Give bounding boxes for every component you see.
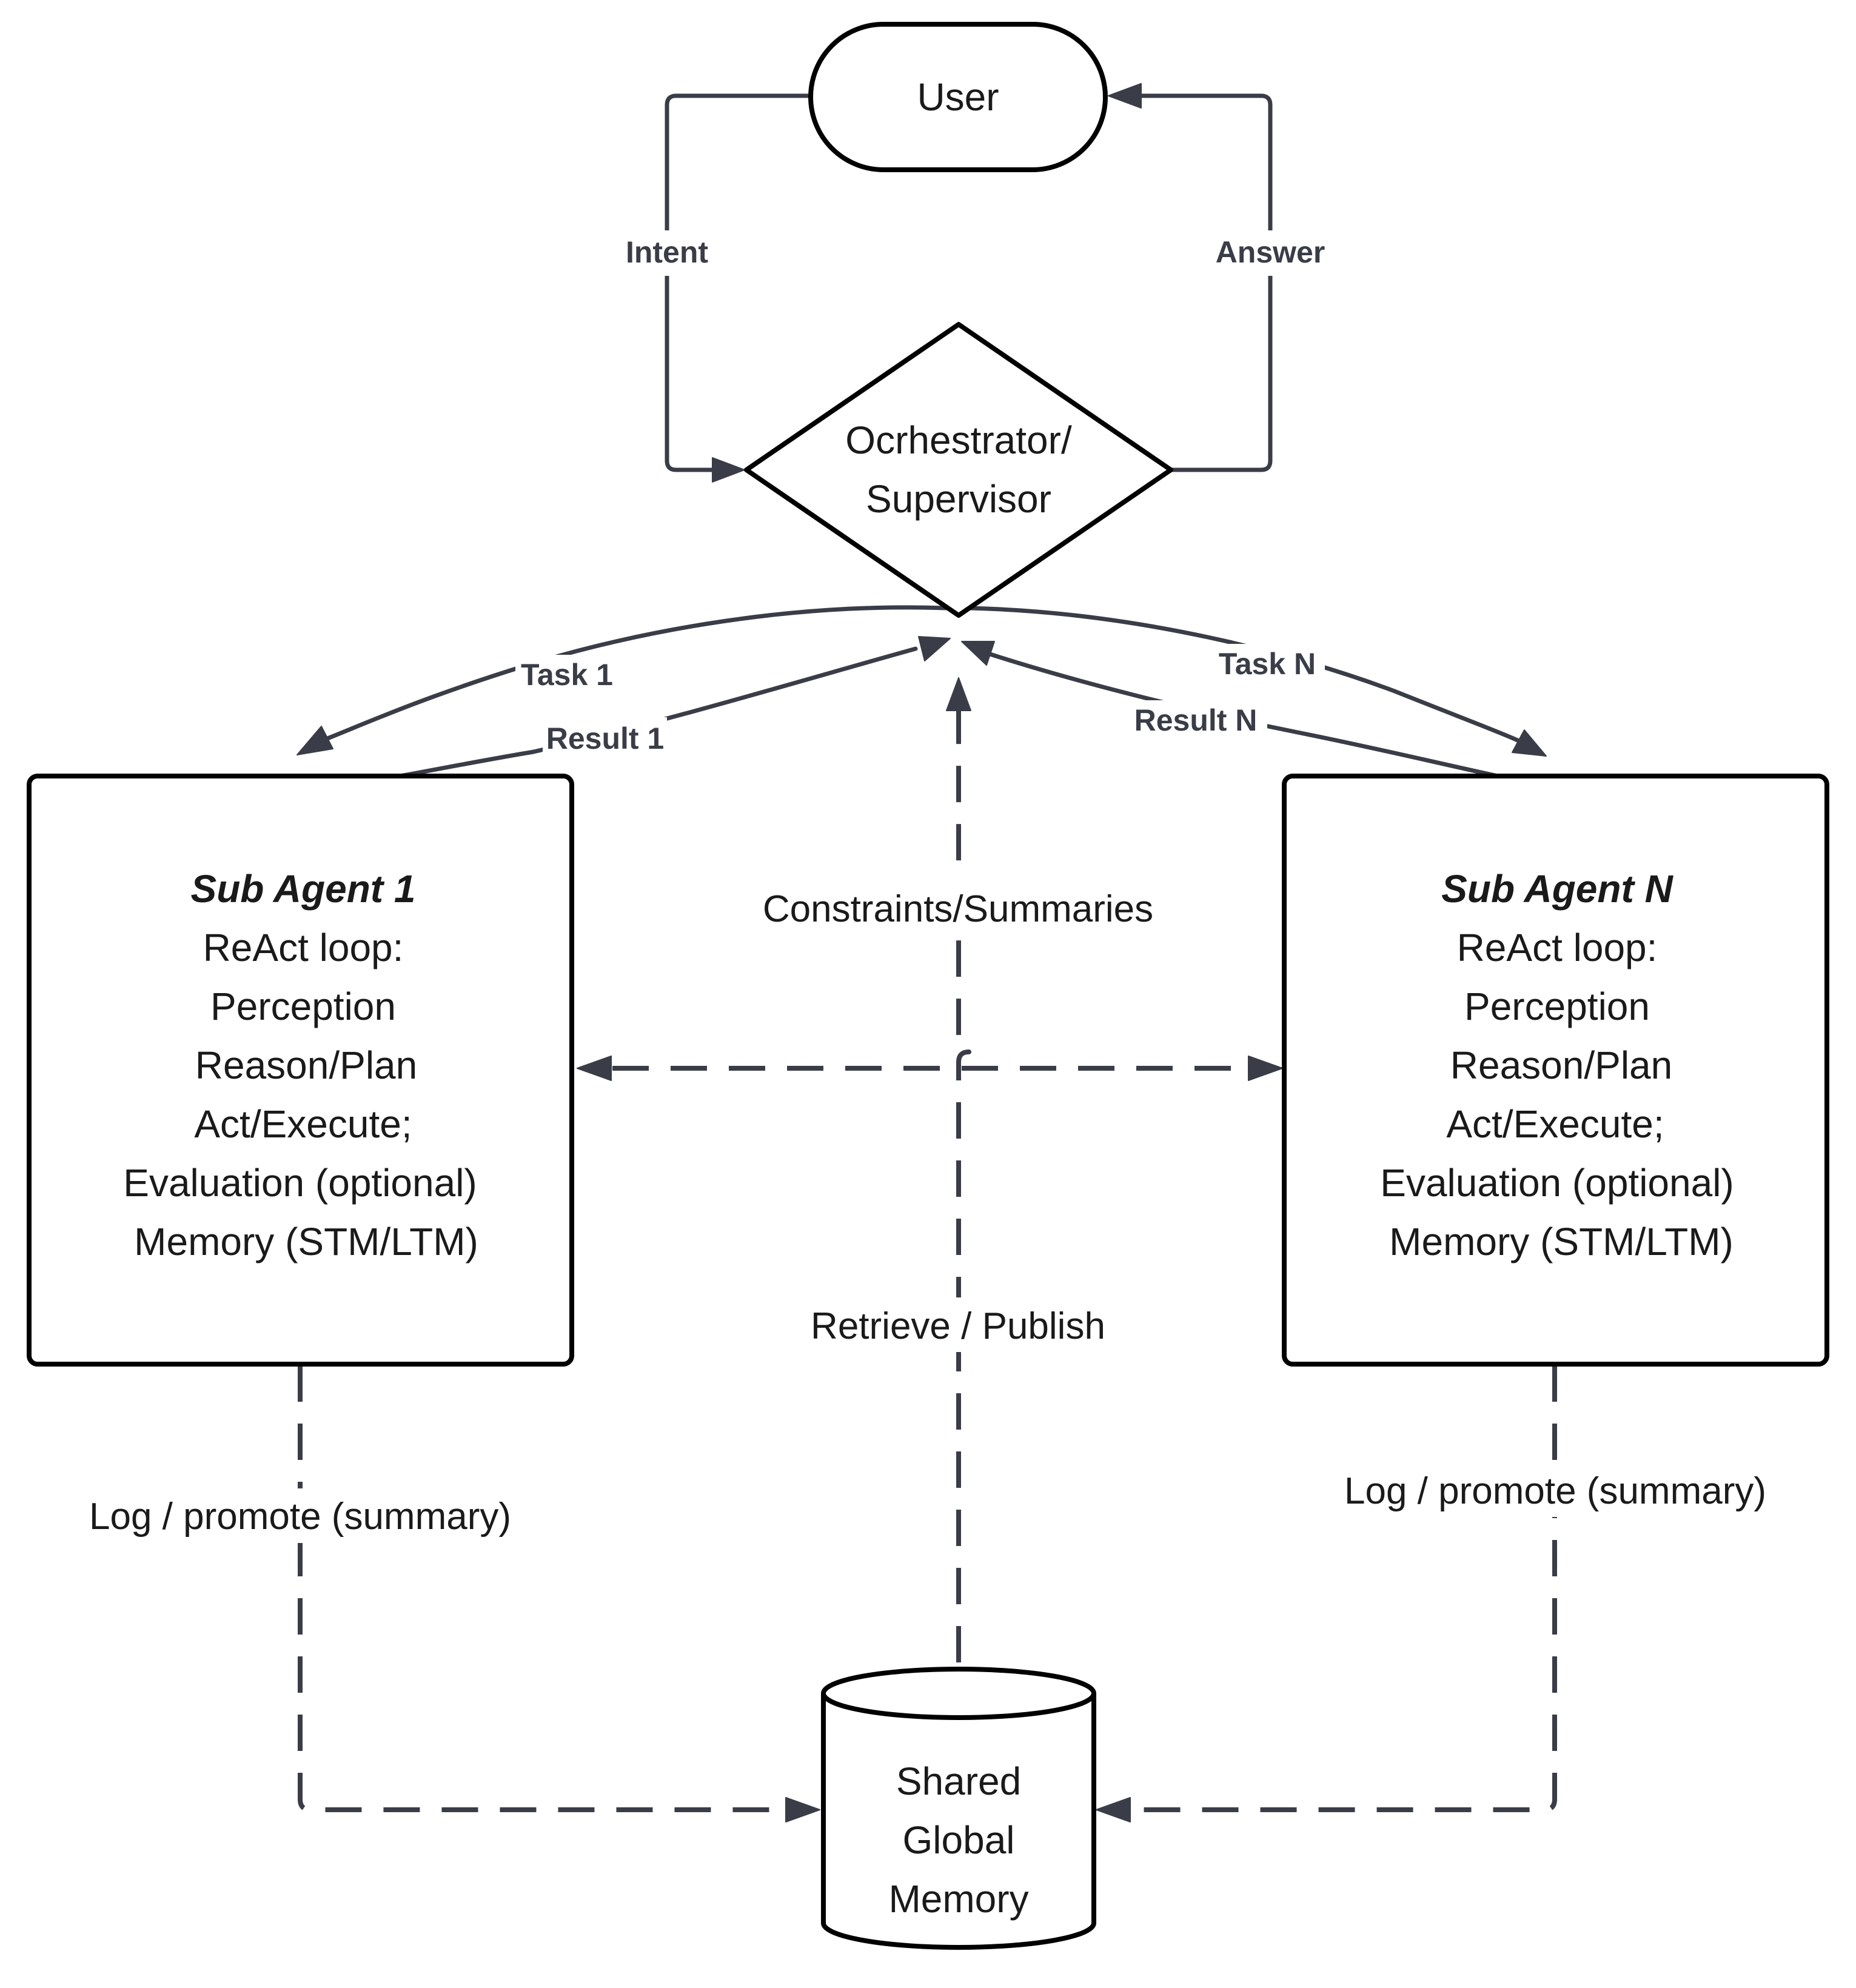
sub-agent-n-line-1: ReAct loop: — [1457, 926, 1658, 969]
edge-memory-to-orchestrator — [956, 711, 971, 1662]
arrowhead-answer — [1108, 83, 1142, 109]
arrowhead-log-left — [785, 1797, 820, 1822]
memory-label-line-1: Shared — [896, 1759, 1021, 1803]
edge-result-n — [986, 651, 1546, 788]
label-intent: Intent — [626, 235, 708, 269]
arrowhead-agent-left — [577, 1056, 612, 1081]
sub-agent-n-node: Sub Agent N ReAct loop: Perception Reaso… — [1282, 774, 1829, 1367]
label-result-n: Result N — [1134, 703, 1258, 737]
user-node: User — [808, 22, 1108, 172]
label-task-n: Task N — [1219, 647, 1316, 681]
sub-agent-1-line-5: Evaluation (optional) — [123, 1161, 477, 1205]
orchestrator-label-line-1: Ocrhestrator/ — [845, 418, 1072, 462]
sub-agent-1-node: Sub Agent 1 ReAct loop: Perception Reaso… — [27, 774, 574, 1367]
arrowhead-constraints — [946, 677, 971, 711]
orchestrator-node: Ocrhestrator/ Supervisor — [744, 322, 1173, 618]
label-result-1: Result 1 — [546, 721, 665, 755]
label-constraints: Constraints/Summaries — [763, 888, 1153, 930]
arrowhead-intent — [712, 457, 745, 483]
sub-agent-1-line-3: Reason/Plan — [195, 1043, 417, 1087]
memory-label-line-2: Global — [903, 1818, 1015, 1862]
orchestrator-label-line-2: Supervisor — [866, 477, 1051, 521]
user-label: User — [917, 75, 999, 119]
sub-agent-n-line-2: Perception — [1464, 985, 1650, 1028]
sub-agent-1-line-4: Act/Execute; — [194, 1102, 412, 1146]
edge-log-right — [1128, 1365, 1557, 1812]
arrowhead-task-1 — [296, 726, 333, 755]
sub-agent-n-line-5: Evaluation (optional) — [1380, 1161, 1734, 1205]
edge-intent — [665, 93, 812, 472]
label-task-1: Task 1 — [521, 658, 613, 692]
label-answer: Answer — [1216, 235, 1325, 269]
arrowhead-result-n — [961, 641, 995, 666]
shared-memory-node: Shared Global Memory — [821, 1667, 1096, 1950]
sub-agent-1-line-2: Perception — [210, 985, 396, 1028]
arrowhead-result-1 — [918, 636, 951, 661]
arrowhead-task-n — [1512, 729, 1547, 757]
label-log-right: Log / promote (summary) — [1344, 1470, 1766, 1512]
arrowhead-log-right — [1096, 1797, 1131, 1822]
memory-label-line-3: Memory — [888, 1877, 1028, 1921]
sub-agent-n-title: Sub Agent N — [1441, 867, 1673, 911]
sub-agent-n-line-6: Memory (STM/LTM) — [1389, 1220, 1734, 1263]
label-retrieve-publish: Retrieve / Publish — [811, 1305, 1105, 1347]
edge-answer — [1137, 93, 1273, 472]
edge-task-n — [968, 606, 1521, 743]
sub-agent-n-line-4: Act/Execute; — [1446, 1102, 1664, 1146]
edge-log-left — [298, 1365, 788, 1812]
sub-agent-1-line-6: Memory (STM/LTM) — [134, 1220, 478, 1263]
label-log-left: Log / promote (summary) — [89, 1496, 511, 1538]
arrowhead-agent-right — [1248, 1056, 1283, 1081]
sub-agent-n-line-3: Reason/Plan — [1450, 1043, 1672, 1087]
sub-agent-1-line-1: ReAct loop: — [203, 926, 404, 969]
sub-agent-1-title: Sub Agent 1 — [191, 867, 416, 911]
